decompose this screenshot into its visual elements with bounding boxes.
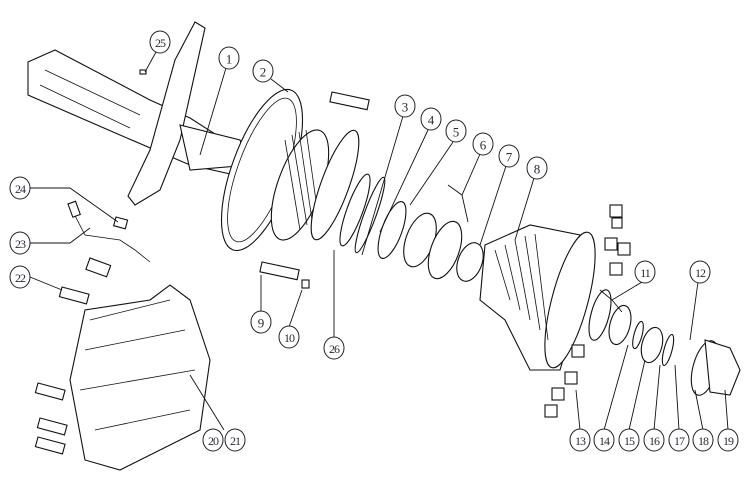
callout-7: 7 bbox=[498, 144, 520, 168]
callout-6: 6 bbox=[472, 132, 494, 156]
callout-number: 14 bbox=[599, 434, 610, 448]
callout-number: 7 bbox=[506, 150, 513, 165]
callout-number: 24 bbox=[15, 182, 26, 196]
callout-circle bbox=[689, 260, 711, 284]
callout-number: 21 bbox=[230, 434, 241, 448]
callout-22: 22 bbox=[9, 265, 31, 289]
callout-number: 4 bbox=[428, 113, 435, 128]
callout-11: 11 bbox=[634, 260, 656, 284]
callout-16: 16 bbox=[643, 428, 665, 452]
callout-17: 17 bbox=[668, 428, 690, 452]
callout-21: 21 bbox=[224, 428, 246, 452]
callout-circle bbox=[9, 265, 31, 289]
callout-circle bbox=[9, 176, 31, 200]
callout-20: 20 bbox=[202, 428, 224, 452]
callout-25: 25 bbox=[149, 30, 171, 54]
callout-circle bbox=[278, 325, 300, 349]
callout-number: 18 bbox=[698, 434, 709, 448]
callout-circle bbox=[569, 428, 591, 452]
callout-number: 26 bbox=[329, 342, 340, 356]
callout-number: 15 bbox=[624, 434, 635, 448]
callout-number: 1 bbox=[226, 52, 233, 67]
brake-disc bbox=[220, 88, 360, 252]
callout-number: 9 bbox=[258, 316, 265, 331]
callout-number: 12 bbox=[695, 266, 706, 280]
callout-14: 14 bbox=[593, 428, 615, 452]
callout-number: 19 bbox=[723, 434, 734, 448]
callout-4: 4 bbox=[420, 107, 442, 131]
leader-lines bbox=[29, 51, 729, 431]
callout-circle bbox=[692, 428, 714, 452]
callout-number: 6 bbox=[480, 138, 487, 153]
callout-circle bbox=[420, 107, 442, 131]
callout-circle bbox=[202, 428, 224, 452]
callout-number: 8 bbox=[534, 162, 541, 177]
callout-circle bbox=[445, 119, 467, 143]
callout-circle bbox=[224, 428, 246, 452]
callout-circle bbox=[634, 260, 656, 284]
callout-number: 11 bbox=[640, 266, 651, 280]
callout-number: 23 bbox=[15, 237, 26, 251]
seals-and-bearings bbox=[339, 173, 484, 282]
axle-knuckle bbox=[27, 21, 251, 206]
callout-circle bbox=[618, 428, 640, 452]
wheel-studs bbox=[259, 91, 370, 289]
callout-circle bbox=[252, 59, 274, 83]
callout-13: 13 bbox=[569, 428, 591, 452]
brake-caliper bbox=[34, 257, 211, 471]
callout-10: 10 bbox=[278, 325, 300, 349]
callout-circle bbox=[643, 428, 665, 452]
callout-circle bbox=[9, 231, 31, 255]
callout-12: 12 bbox=[689, 260, 711, 284]
callout-number: 2 bbox=[260, 65, 267, 80]
callout-3: 3 bbox=[394, 94, 416, 118]
callout-18: 18 bbox=[692, 428, 714, 452]
callout-24: 24 bbox=[9, 176, 31, 200]
wheel-hub bbox=[479, 224, 596, 371]
callout-number: 22 bbox=[15, 271, 26, 285]
callout-number: 20 bbox=[208, 434, 219, 448]
callout-19: 19 bbox=[717, 428, 739, 452]
callout-23: 23 bbox=[9, 231, 31, 255]
lug-nuts bbox=[544, 204, 631, 418]
callout-26: 26 bbox=[323, 336, 345, 360]
callout-circle bbox=[149, 30, 171, 54]
callout-number: 13 bbox=[575, 434, 586, 448]
callout-number: 17 bbox=[674, 434, 685, 448]
outer-bearing-and-cap bbox=[588, 289, 741, 396]
callout-circle bbox=[394, 94, 416, 118]
callout-circle bbox=[250, 310, 272, 334]
callout-number: 3 bbox=[402, 100, 409, 115]
callout-circle bbox=[323, 336, 345, 360]
sensor-and-spring bbox=[67, 69, 151, 263]
callout-8: 8 bbox=[526, 156, 548, 180]
callout-circle bbox=[593, 428, 615, 452]
callout-1: 1 bbox=[218, 46, 240, 70]
callout-5: 5 bbox=[445, 119, 467, 143]
callout-circle bbox=[717, 428, 739, 452]
callout-circle bbox=[526, 156, 548, 180]
callout-circle bbox=[498, 144, 520, 168]
callout-circle bbox=[218, 46, 240, 70]
callout-number: 10 bbox=[284, 331, 295, 345]
callout-2: 2 bbox=[252, 59, 274, 83]
callout-9: 9 bbox=[250, 310, 272, 334]
callout-number: 5 bbox=[453, 125, 460, 140]
callout-number: 25 bbox=[155, 36, 166, 50]
callout-number: 16 bbox=[649, 434, 660, 448]
callout-circle bbox=[668, 428, 690, 452]
callout-15: 15 bbox=[618, 428, 640, 452]
callout-circle bbox=[472, 132, 494, 156]
